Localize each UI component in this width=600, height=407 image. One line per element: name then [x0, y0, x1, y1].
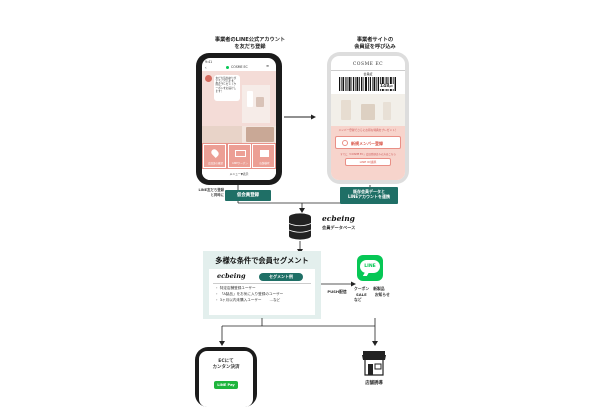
- step1-caption-line1: 事業者のLINE公式アカウント: [214, 37, 286, 43]
- step1-caption-line2: を友だち登録: [234, 44, 266, 51]
- product-1-icon: [341, 100, 351, 120]
- line-icon-text: LINE: [364, 263, 376, 269]
- chat-header: 9:41 ‹ COSME EC ≡: [202, 58, 276, 72]
- push-item-row3: など: [354, 297, 390, 303]
- side-note-line2: と同時に: [210, 192, 224, 197]
- line-bubble-icon: [360, 260, 380, 273]
- register-button-label: 新規メンバー登録: [351, 140, 383, 146]
- segment-bullet-1: ・ 特定店舗登録ユーザー: [215, 286, 256, 290]
- register-button[interactable]: 新規メンバー登録: [335, 136, 401, 149]
- product-area: [331, 94, 405, 126]
- product-2-icon: [361, 104, 375, 120]
- line-bubble-tail: [362, 272, 370, 276]
- data-link-line1: 既存会員データと: [353, 189, 385, 194]
- card-title: 会員証: [363, 72, 373, 76]
- points-display: 148pt: [379, 84, 394, 89]
- line-id-button[interactable]: LINE ID連携: [345, 158, 391, 166]
- step1-caption: 事業者のLINE公式アカウント を友だち登録: [195, 37, 305, 51]
- database-label: 会員データベース: [322, 225, 356, 230]
- arrow-right: [284, 114, 316, 120]
- login-link[interactable]: すでに「COSME EC」会員登録済みの方はこちら: [340, 153, 396, 156]
- rich-menu-item-shop[interactable]: 店舗検索: [252, 144, 275, 168]
- verified-icon: [226, 65, 229, 69]
- ec-checkout-text: ECにて カンタン決済: [199, 359, 253, 372]
- menu-bar[interactable]: メニュー▼表示: [202, 169, 276, 180]
- segment-panel: 多様な条件で会員セグメント ecbeing セグメント例 ・ 特定店舗登録ユーザ…: [203, 251, 321, 319]
- banner[interactable]: [202, 126, 276, 143]
- member-phone-screen: COSME EC 会員証 148pt: [331, 56, 405, 180]
- push-item-etc: など: [354, 297, 362, 302]
- account-avatar: [205, 75, 212, 82]
- rich-menu-label-3: 店舗検索: [259, 162, 270, 165]
- rich-menu-label-2: LINEクーポン: [232, 162, 248, 165]
- banner-model-image: [246, 127, 274, 142]
- step2-caption-line1: 事業者サイトの: [356, 37, 394, 43]
- rich-menu-label-1: 会員証の確認: [207, 162, 223, 165]
- segment-logo: ecbeing: [217, 272, 246, 280]
- segment-bullet-3: ・ 3ヶ月以内未購入ユーザー…など: [215, 297, 281, 302]
- segment-title: 多様な条件で会員セグメント: [215, 256, 309, 265]
- push-items: クーポン新製品 SALE お知らせ など: [354, 286, 390, 303]
- push-item-news: お知らせ: [374, 291, 390, 297]
- segment-badge: セグメント例: [259, 273, 303, 281]
- store-label: 店舗誘導: [365, 381, 383, 386]
- banner-text-area: [202, 126, 242, 143]
- database-icon: [288, 213, 312, 240]
- push-item-row2: SALE お知らせ: [354, 292, 390, 298]
- data-link-label: 既存会員データと LINEアカウントを連携: [340, 187, 398, 204]
- side-note-line1: LINE友だち登録: [198, 188, 224, 192]
- database-logo: ecbeing: [322, 214, 355, 223]
- push-item-coupon: クーポン: [354, 286, 370, 291]
- user-icon: [342, 140, 348, 146]
- brand-logo: COSME EC: [352, 62, 384, 67]
- ec-phone: ECにて カンタン決済 LINE Pay: [195, 347, 257, 407]
- line-phone: 9:41 ‹ COSME EC ≡ 友だち追加ありがとうございます。限定プレゼン…: [196, 53, 282, 185]
- rich-menu-item-card[interactable]: 会員証の確認: [203, 144, 226, 168]
- back-icon[interactable]: ‹: [205, 65, 207, 70]
- ec-checkout-line2: カンタン決済: [212, 365, 240, 371]
- coupon-icon: [234, 150, 246, 157]
- push-item-row1: クーポン新製品: [354, 286, 390, 292]
- line-pay-button[interactable]: LINE Pay: [214, 381, 238, 389]
- split-connectors: [219, 318, 378, 346]
- segment-card: ecbeing セグメント例 ・ 特定店舗登録ユーザー ・ 「A製品」をお気に入…: [209, 269, 315, 315]
- product-3-icon: [383, 102, 391, 120]
- chat-bubble: 友だち追加ありがとうございます。限定プレゼントクーポンをお届けします！: [214, 75, 240, 101]
- member-register-label: 仮会員登録: [225, 190, 271, 201]
- step2-caption: 事業者サイトの 会員証を呼び込み: [320, 37, 430, 51]
- chat-area: 友だち追加ありがとうございます。限定プレゼントクーポンをお届けします！: [202, 71, 276, 126]
- step2-caption-line2: 会員証を呼び込み: [354, 44, 396, 51]
- points-unit: pt: [389, 84, 393, 88]
- store-icon: [362, 351, 386, 376]
- segment-divider: [213, 283, 311, 284]
- rich-menu: 会員証の確認 LINEクーポン 店舗検索: [202, 143, 276, 169]
- arrow-push: [321, 281, 356, 287]
- segment-bullet-2: ・ 「A製品」をお気に入り登録のユーザー: [215, 291, 284, 296]
- status-time: 9:41: [205, 60, 213, 64]
- push-item-new: 新製品: [373, 286, 385, 291]
- register-panel: メンバー登録でさらにお得な特典をプレゼント！ 新規メンバー登録 すでに「COSM…: [331, 126, 405, 180]
- account-name: COSME EC: [231, 65, 248, 69]
- push-label: PUSH配信: [327, 289, 347, 294]
- line-app-icon: LINE: [357, 255, 383, 281]
- line-phone-screen: 9:41 ‹ COSME EC ≡ 友だち追加ありがとうございます。限定プレゼン…: [202, 58, 276, 180]
- divider: [331, 70, 405, 71]
- push-item-sale: SALE: [356, 291, 367, 297]
- map-pin-icon: [210, 148, 220, 158]
- promo-text: メンバー登録でさらにお得な特典をプレゼント！: [338, 128, 398, 132]
- segment-bullets: ・ 特定店舗登録ユーザー ・ 「A製品」をお気に入り登録のユーザー ・ 3ヶ月以…: [215, 286, 283, 304]
- menu-icon[interactable]: ≡: [266, 64, 270, 68]
- data-link-line2: LINEアカウントを連携: [347, 194, 391, 200]
- shop-icon: [260, 150, 269, 157]
- product-bottle-icon: [247, 91, 253, 107]
- points-value: 148: [380, 84, 390, 89]
- member-phone: COSME EC 会員証 148pt: [327, 52, 409, 184]
- side-note: LINE友だち登録 と同時に: [180, 188, 224, 197]
- ec-phone-screen: ECにて カンタン決済 LINE Pay: [199, 351, 253, 407]
- ec-checkout-line1: ECにて: [218, 359, 234, 364]
- product-image: [242, 85, 270, 123]
- rich-menu-item-coupon[interactable]: LINEクーポン: [227, 144, 251, 168]
- product-jar-icon: [256, 97, 264, 107]
